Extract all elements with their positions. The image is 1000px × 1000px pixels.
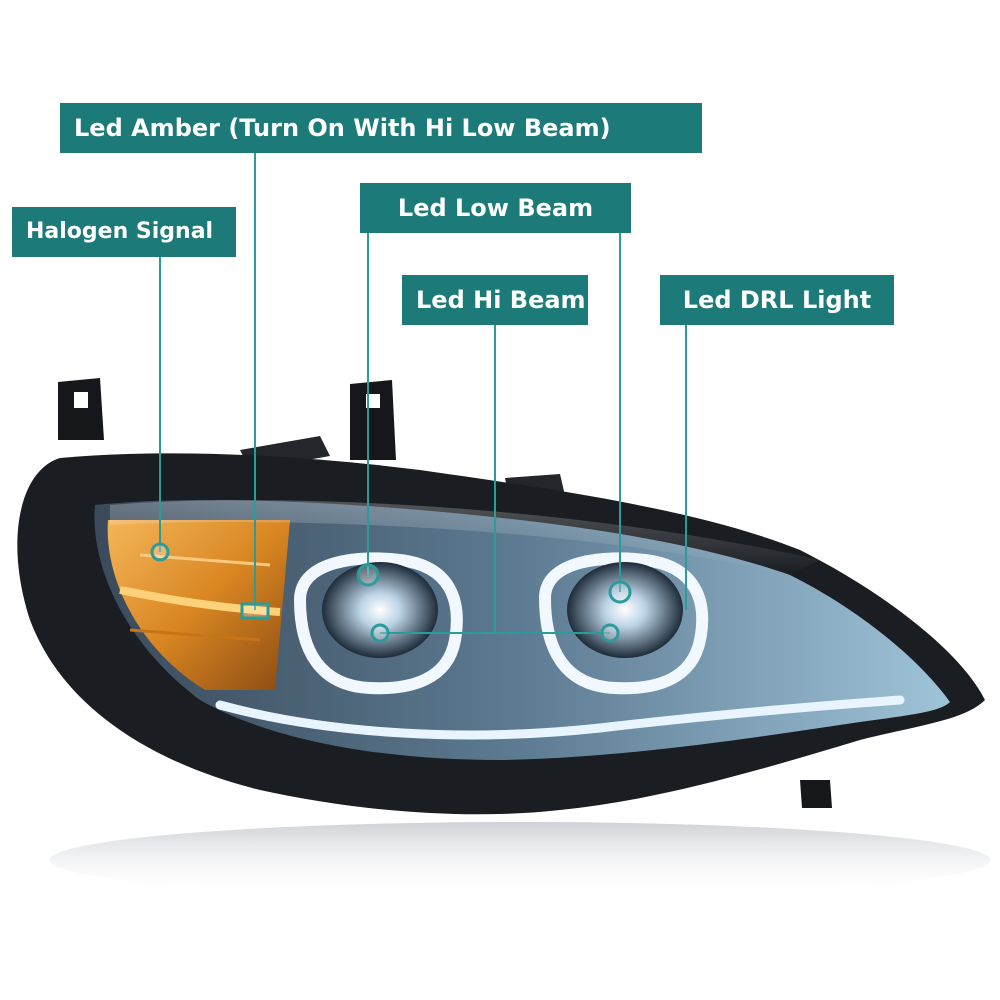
callout-halogen-signal: Halogen Signal bbox=[12, 207, 236, 257]
callout-led-drl-light: Led DRL Light bbox=[660, 275, 894, 325]
pointer-lines bbox=[159, 153, 687, 634]
drl-tube bbox=[215, 695, 905, 740]
angel-eye-left bbox=[293, 552, 463, 695]
projector-right bbox=[567, 562, 683, 658]
angel-eye-right bbox=[538, 552, 709, 695]
projector-left bbox=[322, 562, 438, 658]
pointer-markers bbox=[150, 542, 632, 643]
mount-tab-left bbox=[58, 378, 104, 440]
callout-led-hi-beam: Led Hi Beam bbox=[402, 275, 588, 325]
floor-reflection bbox=[50, 822, 990, 898]
callout-led-amber: Led Amber (Turn On With Hi Low Beam) bbox=[60, 103, 702, 153]
lens-inner bbox=[94, 499, 951, 760]
mount-tab-center bbox=[350, 380, 396, 460]
callout-led-low-beam: Led Low Beam bbox=[360, 183, 631, 233]
